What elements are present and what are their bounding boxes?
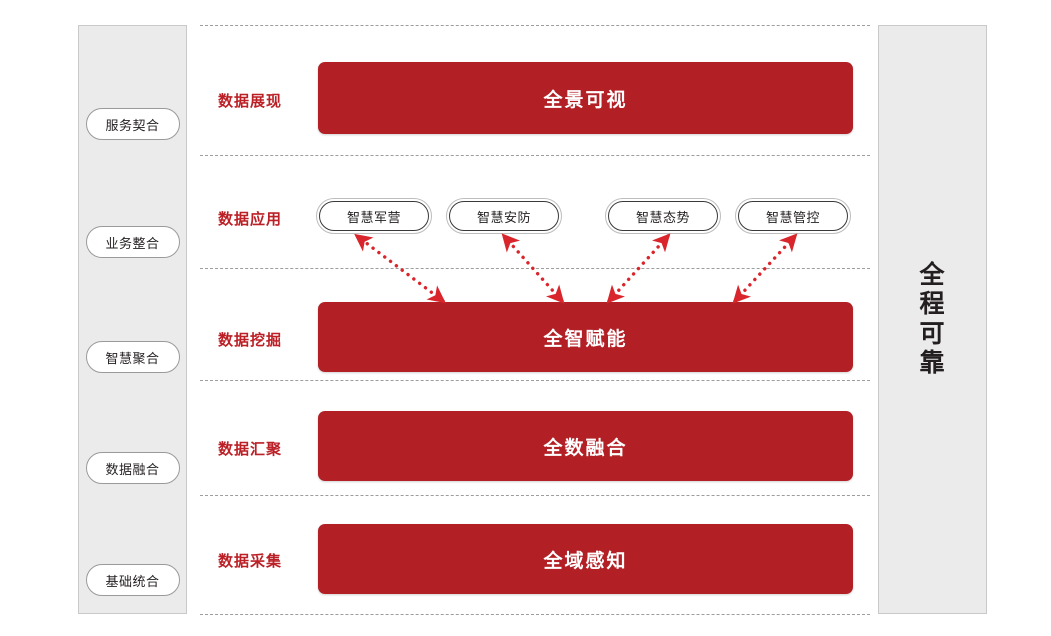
app-pill-inner: 智慧态势 xyxy=(608,201,718,231)
right-reliability-panel: 全 程 可 靠 xyxy=(878,25,987,614)
capability-bar-full-domain-sensing[interactable]: 全域感知 xyxy=(318,524,853,594)
slogan-char: 靠 xyxy=(919,349,946,377)
app-pill-smart-control[interactable]: 智慧管控 xyxy=(735,198,851,234)
stage-pill-business-integration[interactable]: 业务整合 xyxy=(85,226,180,258)
left-stage-panel: 服务契合 业务整合 智慧聚合 数据融合 基础统合 xyxy=(78,25,187,614)
reliability-slogan: 全 程 可 靠 xyxy=(879,261,986,379)
divider-rule-3 xyxy=(200,380,870,381)
app-pill-smart-security[interactable]: 智慧安防 xyxy=(446,198,562,234)
slogan-char: 可 xyxy=(919,319,946,348)
row-label-data-mining: 数据挖掘 xyxy=(218,332,283,349)
app-pill-label: 智慧军营 xyxy=(346,209,401,225)
capability-bar-intelligent-empowerment[interactable]: 全智赋能 xyxy=(318,302,853,372)
capability-bar-panoramic-visibility[interactable]: 全景可视 xyxy=(318,62,853,134)
app-pill-inner: 智慧管控 xyxy=(738,201,848,231)
stage-pill-label: 服务契合 xyxy=(105,117,160,133)
divider-rule-0 xyxy=(200,25,870,26)
app-pill-smart-situation[interactable]: 智慧态势 xyxy=(605,198,721,234)
divider-rule-2 xyxy=(200,268,870,269)
row-label-data-aggregation: 数据汇聚 xyxy=(218,441,283,458)
capability-bar-label: 全景可视 xyxy=(543,89,628,111)
capability-bar-label: 全数融合 xyxy=(543,437,628,459)
app-pill-label: 智慧管控 xyxy=(765,209,820,225)
app-pill-label: 智慧态势 xyxy=(635,209,690,225)
divider-rule-5 xyxy=(200,614,870,615)
slogan-char: 程 xyxy=(919,290,946,318)
divider-rule-1 xyxy=(200,155,870,156)
app-pill-smart-barracks[interactable]: 智慧军营 xyxy=(316,198,432,234)
app-pill-inner: 智慧军营 xyxy=(319,201,429,231)
divider-rule-4 xyxy=(200,495,870,496)
stage-pill-label: 智慧聚合 xyxy=(105,350,160,366)
row-label-data-collection: 数据采集 xyxy=(218,553,283,570)
row-label-data-presentation: 数据展现 xyxy=(218,93,283,110)
stage-pill-label: 业务整合 xyxy=(105,235,160,251)
app-pill-label: 智慧安防 xyxy=(476,209,531,225)
slogan-char: 全 xyxy=(919,260,946,289)
stage-pill-label: 数据融合 xyxy=(105,461,160,477)
capability-bar-label: 全智赋能 xyxy=(543,328,628,350)
capability-bar-label: 全域感知 xyxy=(543,550,628,572)
stage-pill-label: 基础统合 xyxy=(105,573,160,589)
stage-pill-foundation-unification[interactable]: 基础统合 xyxy=(85,564,180,596)
row-label-data-application: 数据应用 xyxy=(218,211,283,228)
stage-pill-data-fusion[interactable]: 数据融合 xyxy=(85,452,180,484)
capability-bar-data-fusion[interactable]: 全数融合 xyxy=(318,411,853,481)
stage-pill-intelligence-aggregation[interactable]: 智慧聚合 xyxy=(85,341,180,373)
stage-pill-service-fit[interactable]: 服务契合 xyxy=(85,108,180,140)
app-pill-inner: 智慧安防 xyxy=(449,201,559,231)
